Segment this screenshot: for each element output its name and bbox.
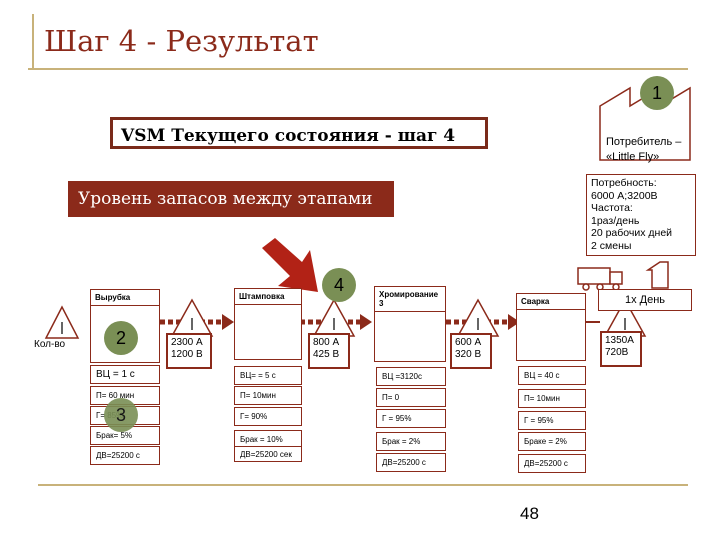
title-accent-line [32,14,34,68]
marker-4: 4 [322,268,356,302]
customer-info-box: Потребность: 6000 А;3200В Частота: 1раз/… [586,174,696,256]
process-metric: П= 10мин [518,389,586,408]
inventory-value-b: 320 В [455,349,482,360]
process-box-chroming: Хромирование 3 [374,286,446,362]
process-metric: ВЦ = 1 с [90,365,160,384]
shipping-frequency: 1х День [598,289,692,311]
process-metric: ВЦ =3120с [376,367,446,386]
inventory-box-2: 800 А 425 В [308,333,350,369]
process-metric: ДВ=25200 сек [234,446,302,462]
marker-1: 1 [640,76,674,110]
process-name: Хромирование 3 [375,287,445,312]
customer-info-line: 1раз/день [591,214,640,227]
process-box-stamping: Штамповка [234,288,302,360]
customer-info-line: Потребность: [591,177,657,189]
process-metric: Брак = 2% [376,432,446,451]
process-metric: ВЦ= = 5 с [234,366,302,385]
process-metric: П= 10мин [234,386,302,405]
inventory-start-label: Кол-во [34,339,66,350]
inventory-box-3: 600 А 320 В [450,333,492,369]
process-metric: Г = 95% [518,411,586,430]
inventory-value-a: 600 А [455,337,482,348]
footer-divider [38,484,688,486]
customer-info-line: 6000 А;3200В [591,189,658,202]
process-metric: Г = 95% [376,409,446,428]
marker-2: 2 [104,321,138,355]
truck-icon [577,267,623,291]
process-box-welding: Сварка [516,293,586,361]
shipment-arrow [645,261,669,289]
process-name: Штамповка [235,289,301,305]
marker-3: 3 [104,398,138,432]
process-name: Вырубка [91,290,159,306]
inventory-value-a: 1350А [605,335,634,346]
customer-info-line: 20 рабочих дней [591,227,673,239]
push-arrow-head [222,314,234,330]
process-metric: Браке = 2% [518,432,586,451]
highlight-arrow [262,238,318,292]
process-metric: ДВ=25200 с [90,446,160,465]
page-number: 48 [520,504,539,523]
process-name: Сварка [517,294,585,310]
customer-info-line: Частота: [591,202,633,214]
process-metric: ДВ=25200 с [376,453,446,472]
page-title: Шаг 4 - Результат [44,24,319,58]
process-metric: Г= 90% [234,407,302,426]
inventory-value-b: 720В [605,347,629,358]
push-arrow-head [360,314,372,330]
process-metric: ВЦ = 40 с [518,366,586,385]
inventory-value-b: 425 В [313,349,340,360]
inventory-value-a: 2300 А [171,337,203,348]
push-arrow-head [508,314,520,330]
inventory-box-4: 1350А 720В [600,331,642,367]
process-metric: П= 60 мин [90,386,160,405]
process-metric: П= 0 [376,388,446,407]
customer-name: Потребитель – «Little Fly» [606,136,682,163]
inventory-value-a: 800 А [313,337,340,348]
customer-info-line: 2 смены [591,239,632,252]
inventory-value-b: 1200 В [171,349,203,360]
process-metric: ДВ=25200 с [518,454,586,473]
inventory-box-1: 2300 А 1200 В [166,333,212,369]
inventory-level-label: Уровень запасов между этапами [68,181,394,217]
vsm-state-label: VSM Текущего состояния - шаг 4 [110,117,488,149]
title-divider [28,68,688,70]
